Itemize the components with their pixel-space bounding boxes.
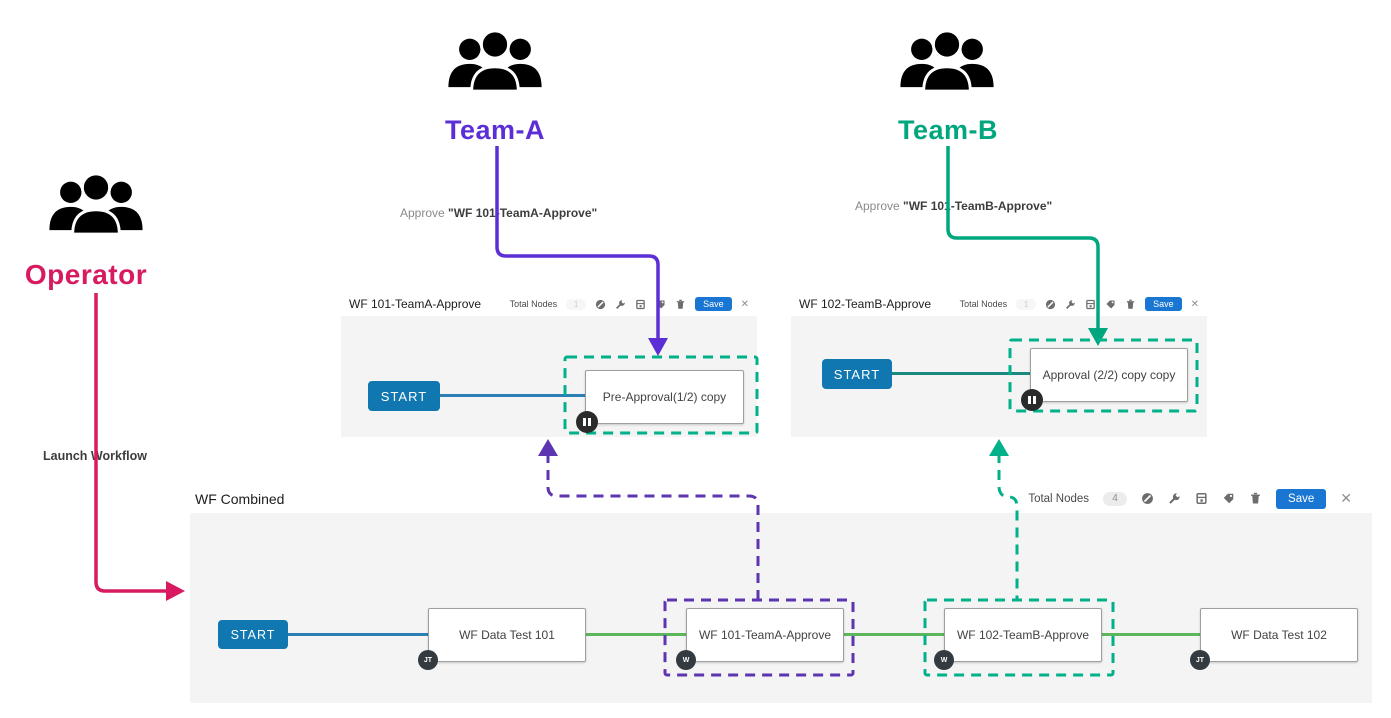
- node-connector: [842, 633, 944, 636]
- operator-arrowhead: [166, 581, 185, 601]
- node-connector: [584, 633, 686, 636]
- launch-workflow-text: Launch Workflow: [43, 449, 147, 463]
- circle-slash-icon[interactable]: [595, 299, 606, 310]
- team-a-action-text: Approve "WF 101-TeamA-Approve": [400, 206, 598, 220]
- node-connector: [1100, 633, 1200, 636]
- team-b-people-icon: [900, 29, 994, 93]
- total-nodes-count: 1: [1016, 298, 1037, 310]
- team-a-dashed-arrowhead: [538, 439, 558, 456]
- start-connector: [440, 394, 586, 397]
- total-nodes-count: 1: [566, 298, 587, 310]
- operator-people-icon: [49, 172, 143, 236]
- team-b-dashed-arrowhead: [989, 439, 1009, 456]
- panel-title: WF 102-TeamB-Approve: [799, 297, 932, 311]
- close-icon[interactable]: ✕: [1190, 298, 1199, 310]
- workflow-node[interactable]: Pre-Approval(1/2) copy: [585, 370, 744, 424]
- panel-toolbar: Total Nodes 1 Save ✕: [510, 297, 749, 311]
- total-nodes-label: Total Nodes: [1028, 492, 1090, 505]
- panel-team-b: WF 102-TeamB-Approve Total Nodes 1 Save …: [791, 292, 1207, 437]
- total-nodes-count: 4: [1103, 491, 1128, 506]
- total-nodes-label: Total Nodes: [959, 299, 1008, 309]
- start-button[interactable]: START: [368, 381, 440, 411]
- panel-title: WF 101-TeamA-Approve: [349, 297, 482, 311]
- wrench-icon[interactable]: [1168, 492, 1181, 505]
- book-icon[interactable]: [635, 299, 646, 310]
- start-button[interactable]: START: [218, 620, 288, 649]
- node-badge: JT: [418, 650, 438, 670]
- tag-icon[interactable]: [1105, 299, 1116, 310]
- pause-badge: [576, 411, 598, 433]
- save-button[interactable]: Save: [1145, 297, 1182, 311]
- wrench-icon[interactable]: [1065, 299, 1076, 310]
- tag-icon[interactable]: [655, 299, 666, 310]
- workflow-node[interactable]: WF Data Test 102: [1200, 608, 1358, 662]
- circle-slash-icon[interactable]: [1045, 299, 1056, 310]
- save-button[interactable]: Save: [695, 297, 732, 311]
- panel-combined: WF Combined Total Nodes 4 Save ✕ START W…: [190, 484, 1372, 703]
- panel-team-a: WF 101-TeamA-Approve Total Nodes 1 Save …: [341, 292, 757, 437]
- wrench-icon[interactable]: [615, 299, 626, 310]
- operator-label: Operator: [24, 259, 148, 290]
- node-badge: W: [934, 650, 954, 670]
- pause-badge: [1021, 389, 1043, 411]
- panel-title: WF Combined: [195, 490, 285, 507]
- total-nodes-label: Total Nodes: [509, 299, 558, 309]
- trash-icon[interactable]: [675, 299, 686, 310]
- operator-arrow: [94, 293, 168, 593]
- team-b-action-text: Approve "WF 101-TeamB-Approve": [855, 199, 1053, 213]
- close-icon[interactable]: ✕: [1340, 490, 1352, 506]
- panel-toolbar: Total Nodes 4 Save ✕: [1028, 488, 1352, 509]
- start-connector: [288, 633, 428, 636]
- workflow-node[interactable]: WF 102-TeamB-Approve: [944, 608, 1102, 662]
- close-icon[interactable]: ✕: [740, 298, 749, 310]
- workflow-node[interactable]: WF Data Test 101: [428, 608, 586, 662]
- workflow-node[interactable]: Approval (2/2) copy copy: [1030, 348, 1188, 402]
- start-button[interactable]: START: [822, 359, 892, 389]
- team-b-label: Team-B: [897, 115, 999, 145]
- team-a-people-icon: [448, 29, 542, 93]
- book-icon[interactable]: [1195, 492, 1208, 505]
- book-icon[interactable]: [1085, 299, 1096, 310]
- save-button[interactable]: Save: [1276, 488, 1327, 509]
- node-badge: JT: [1190, 650, 1210, 670]
- circle-slash-icon[interactable]: [1141, 492, 1154, 505]
- workflow-node[interactable]: WF 101-TeamA-Approve: [686, 608, 844, 662]
- tag-icon[interactable]: [1222, 492, 1235, 505]
- team-a-label: Team-A: [444, 115, 546, 145]
- panel-toolbar: Total Nodes 1 Save ✕: [960, 297, 1199, 311]
- start-connector: [892, 372, 1030, 375]
- trash-icon[interactable]: [1249, 492, 1262, 505]
- node-badge: W: [676, 650, 696, 670]
- trash-icon[interactable]: [1125, 299, 1136, 310]
